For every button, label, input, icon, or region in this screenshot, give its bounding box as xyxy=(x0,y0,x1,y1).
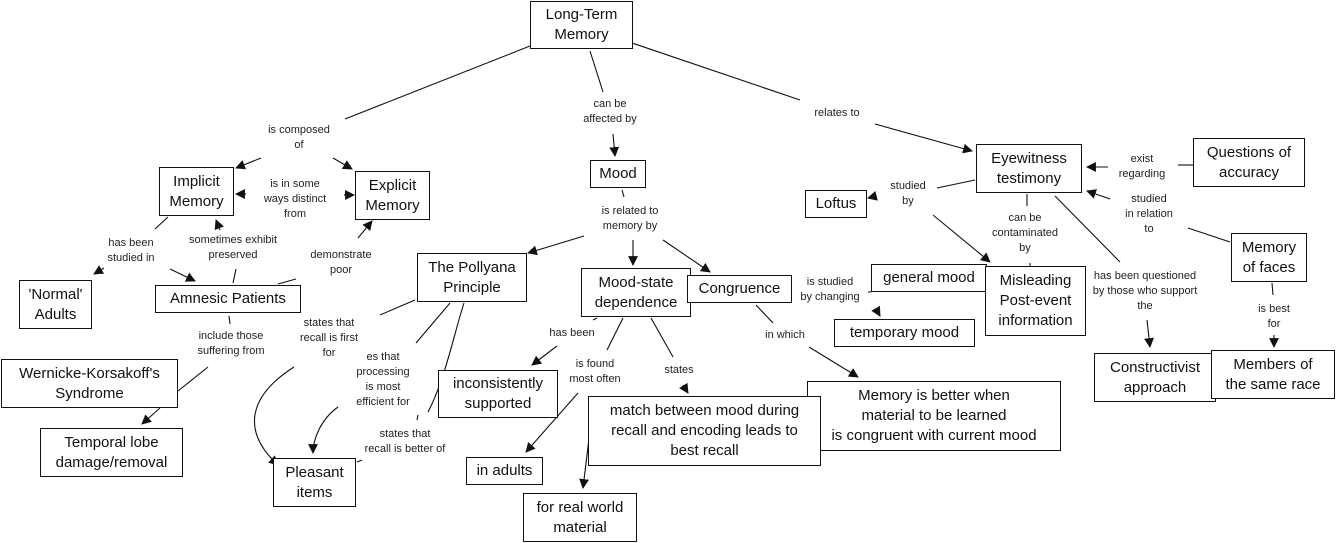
arrow-to-pollyana xyxy=(527,235,585,256)
node-mood[interactable]: Mood xyxy=(590,160,646,188)
line-moodstate-states xyxy=(650,317,674,358)
arrow-to-implicit-exhibit xyxy=(214,219,224,231)
node-temporal-lobe[interactable]: Temporal lobe damage/removal xyxy=(40,428,183,477)
arrow-to-eyewitness xyxy=(874,123,973,154)
node-inconsistently-supported[interactable]: inconsistently supported xyxy=(438,370,558,418)
line-better-pleasant xyxy=(356,459,363,463)
arrow-to-adults xyxy=(525,392,579,453)
line-faces-relation xyxy=(1187,227,1231,243)
line-better-stub xyxy=(416,414,419,421)
line-eyewitness-studied xyxy=(936,179,976,189)
arrow-relation-eyewitness xyxy=(1086,189,1111,200)
node-match-mood[interactable]: match between mood during recall and enc… xyxy=(588,396,821,466)
node-constructivist-approach[interactable]: Constructivist approach xyxy=(1094,353,1216,402)
line-pollyana-better xyxy=(427,302,465,413)
node-eyewitness-testimony[interactable]: Eyewitness testimony xyxy=(976,144,1082,193)
arrow-processing-pleasant xyxy=(308,406,339,454)
node-temporary-mood[interactable]: temporary mood xyxy=(834,319,975,347)
arrow-to-match xyxy=(679,382,689,394)
link-label-relates: relates to xyxy=(814,107,860,119)
link-label-related: is related to memory by xyxy=(601,205,659,232)
link-label-studied-in: has been studied in xyxy=(107,237,155,264)
line-moodstate-found xyxy=(606,317,624,351)
arrow-to-memorybetter xyxy=(808,346,859,378)
node-explicit-memory[interactable]: Explicit Memory xyxy=(355,171,430,220)
link-label-has-been: has been xyxy=(549,327,595,339)
link-label-contaminated: can be contaminated by xyxy=(991,212,1059,254)
link-label-processing: es that processing is most efficient for xyxy=(356,351,410,408)
link-label-affected: can be affected by xyxy=(583,98,637,125)
node-pleasant-items[interactable]: Pleasant items xyxy=(273,458,356,507)
node-general-mood[interactable]: general mood xyxy=(871,264,987,292)
node-implicit-memory[interactable]: Implicit Memory xyxy=(159,167,234,216)
link-label-exist: exist regarding xyxy=(1118,153,1166,180)
line-amnesic-exhibit xyxy=(232,268,237,284)
arrow-to-congruence xyxy=(662,239,711,273)
node-misleading-info[interactable]: Misleading Post-event information xyxy=(985,266,1086,336)
link-label-exhibit: sometimes exhibit preserved xyxy=(188,234,278,261)
arrow-to-mood xyxy=(609,133,620,157)
link-label-studied-changing: is studied by changing xyxy=(800,276,860,303)
line-ltm-affected xyxy=(589,50,604,93)
arrow-to-loftus xyxy=(867,191,878,201)
line-pollyana-processing xyxy=(415,302,451,344)
node-loftus[interactable]: Loftus xyxy=(805,190,867,218)
node-memory-of-faces[interactable]: Memory of faces xyxy=(1231,233,1307,282)
node-long-term-memory[interactable]: Long-Term Memory xyxy=(530,1,633,49)
node-pollyana-principle[interactable]: The Pollyana Principle xyxy=(417,253,527,302)
line-pollyana-first xyxy=(379,299,416,316)
arrow-to-normal xyxy=(93,265,105,275)
arrow-to-implicit xyxy=(235,157,262,170)
node-questions-accuracy[interactable]: Questions of accuracy xyxy=(1193,138,1305,187)
line-moodstate-hasbeen xyxy=(592,317,598,321)
line-mood-related xyxy=(621,189,625,198)
link-label-better-of: states that recall is better of xyxy=(364,428,446,455)
line-eyewitness-questioned xyxy=(1054,195,1121,263)
link-label-questioned: has been questioned by those who support… xyxy=(1092,270,1198,312)
arrow-to-inconsistent xyxy=(531,345,558,366)
node-mood-state-dependence[interactable]: Mood-state dependence xyxy=(581,268,691,317)
node-in-adults[interactable]: in adults xyxy=(466,457,543,485)
arrow-to-misleading-loftus xyxy=(932,214,991,263)
line-congruence-inwhich xyxy=(755,304,774,324)
node-congruence[interactable]: Congruence xyxy=(687,275,792,303)
node-members-same-race[interactable]: Members of the same race xyxy=(1211,350,1335,399)
link-label-first-for: states that recall is first for xyxy=(299,317,359,359)
node-amnesic-patients[interactable]: Amnesic Patients xyxy=(155,285,301,313)
arrow-first-pleasant xyxy=(253,366,295,466)
link-label-best-for: is best for xyxy=(1258,303,1290,330)
line-ltm-composed xyxy=(344,45,531,120)
link-label-states: states xyxy=(664,364,694,376)
line-amnesic-demonstrate xyxy=(277,278,297,285)
node-normal-adults[interactable]: 'Normal' Adults xyxy=(19,280,92,329)
link-label-distinct: is in some ways distinct from xyxy=(263,178,327,220)
arrow-to-constructivist xyxy=(1144,319,1154,348)
arrow-to-amnesic xyxy=(169,268,196,282)
line-implicit-studied xyxy=(154,216,169,230)
node-memory-better[interactable]: Memory is better when material to be lea… xyxy=(807,381,1061,451)
link-label-include: include those suffering from xyxy=(197,330,265,357)
line-ltm-relates xyxy=(631,42,801,101)
line-faces-bestfor xyxy=(1271,282,1274,296)
arrow-to-explicit-poor xyxy=(357,220,373,239)
link-label-studied-by: studied by xyxy=(890,180,926,207)
line-include-wks xyxy=(177,366,209,392)
link-label-in-which: in which xyxy=(765,329,805,341)
arrow-to-temporal xyxy=(141,407,161,425)
line-amnesic-include xyxy=(228,315,231,325)
node-wernicke-korsakoff[interactable]: Wernicke-Korsakoff's Syndrome xyxy=(1,359,178,408)
node-real-world-material[interactable]: for real world material xyxy=(523,493,637,542)
arrow-to-explicit xyxy=(332,157,353,170)
arrow-to-temporary xyxy=(871,305,881,317)
link-label-composed: is composed of xyxy=(268,124,330,151)
link-label-relation: studied in relation to xyxy=(1125,193,1173,235)
link-label-found: is found most often xyxy=(569,358,621,385)
link-label-demonstrate: demonstrate poor xyxy=(310,249,372,276)
